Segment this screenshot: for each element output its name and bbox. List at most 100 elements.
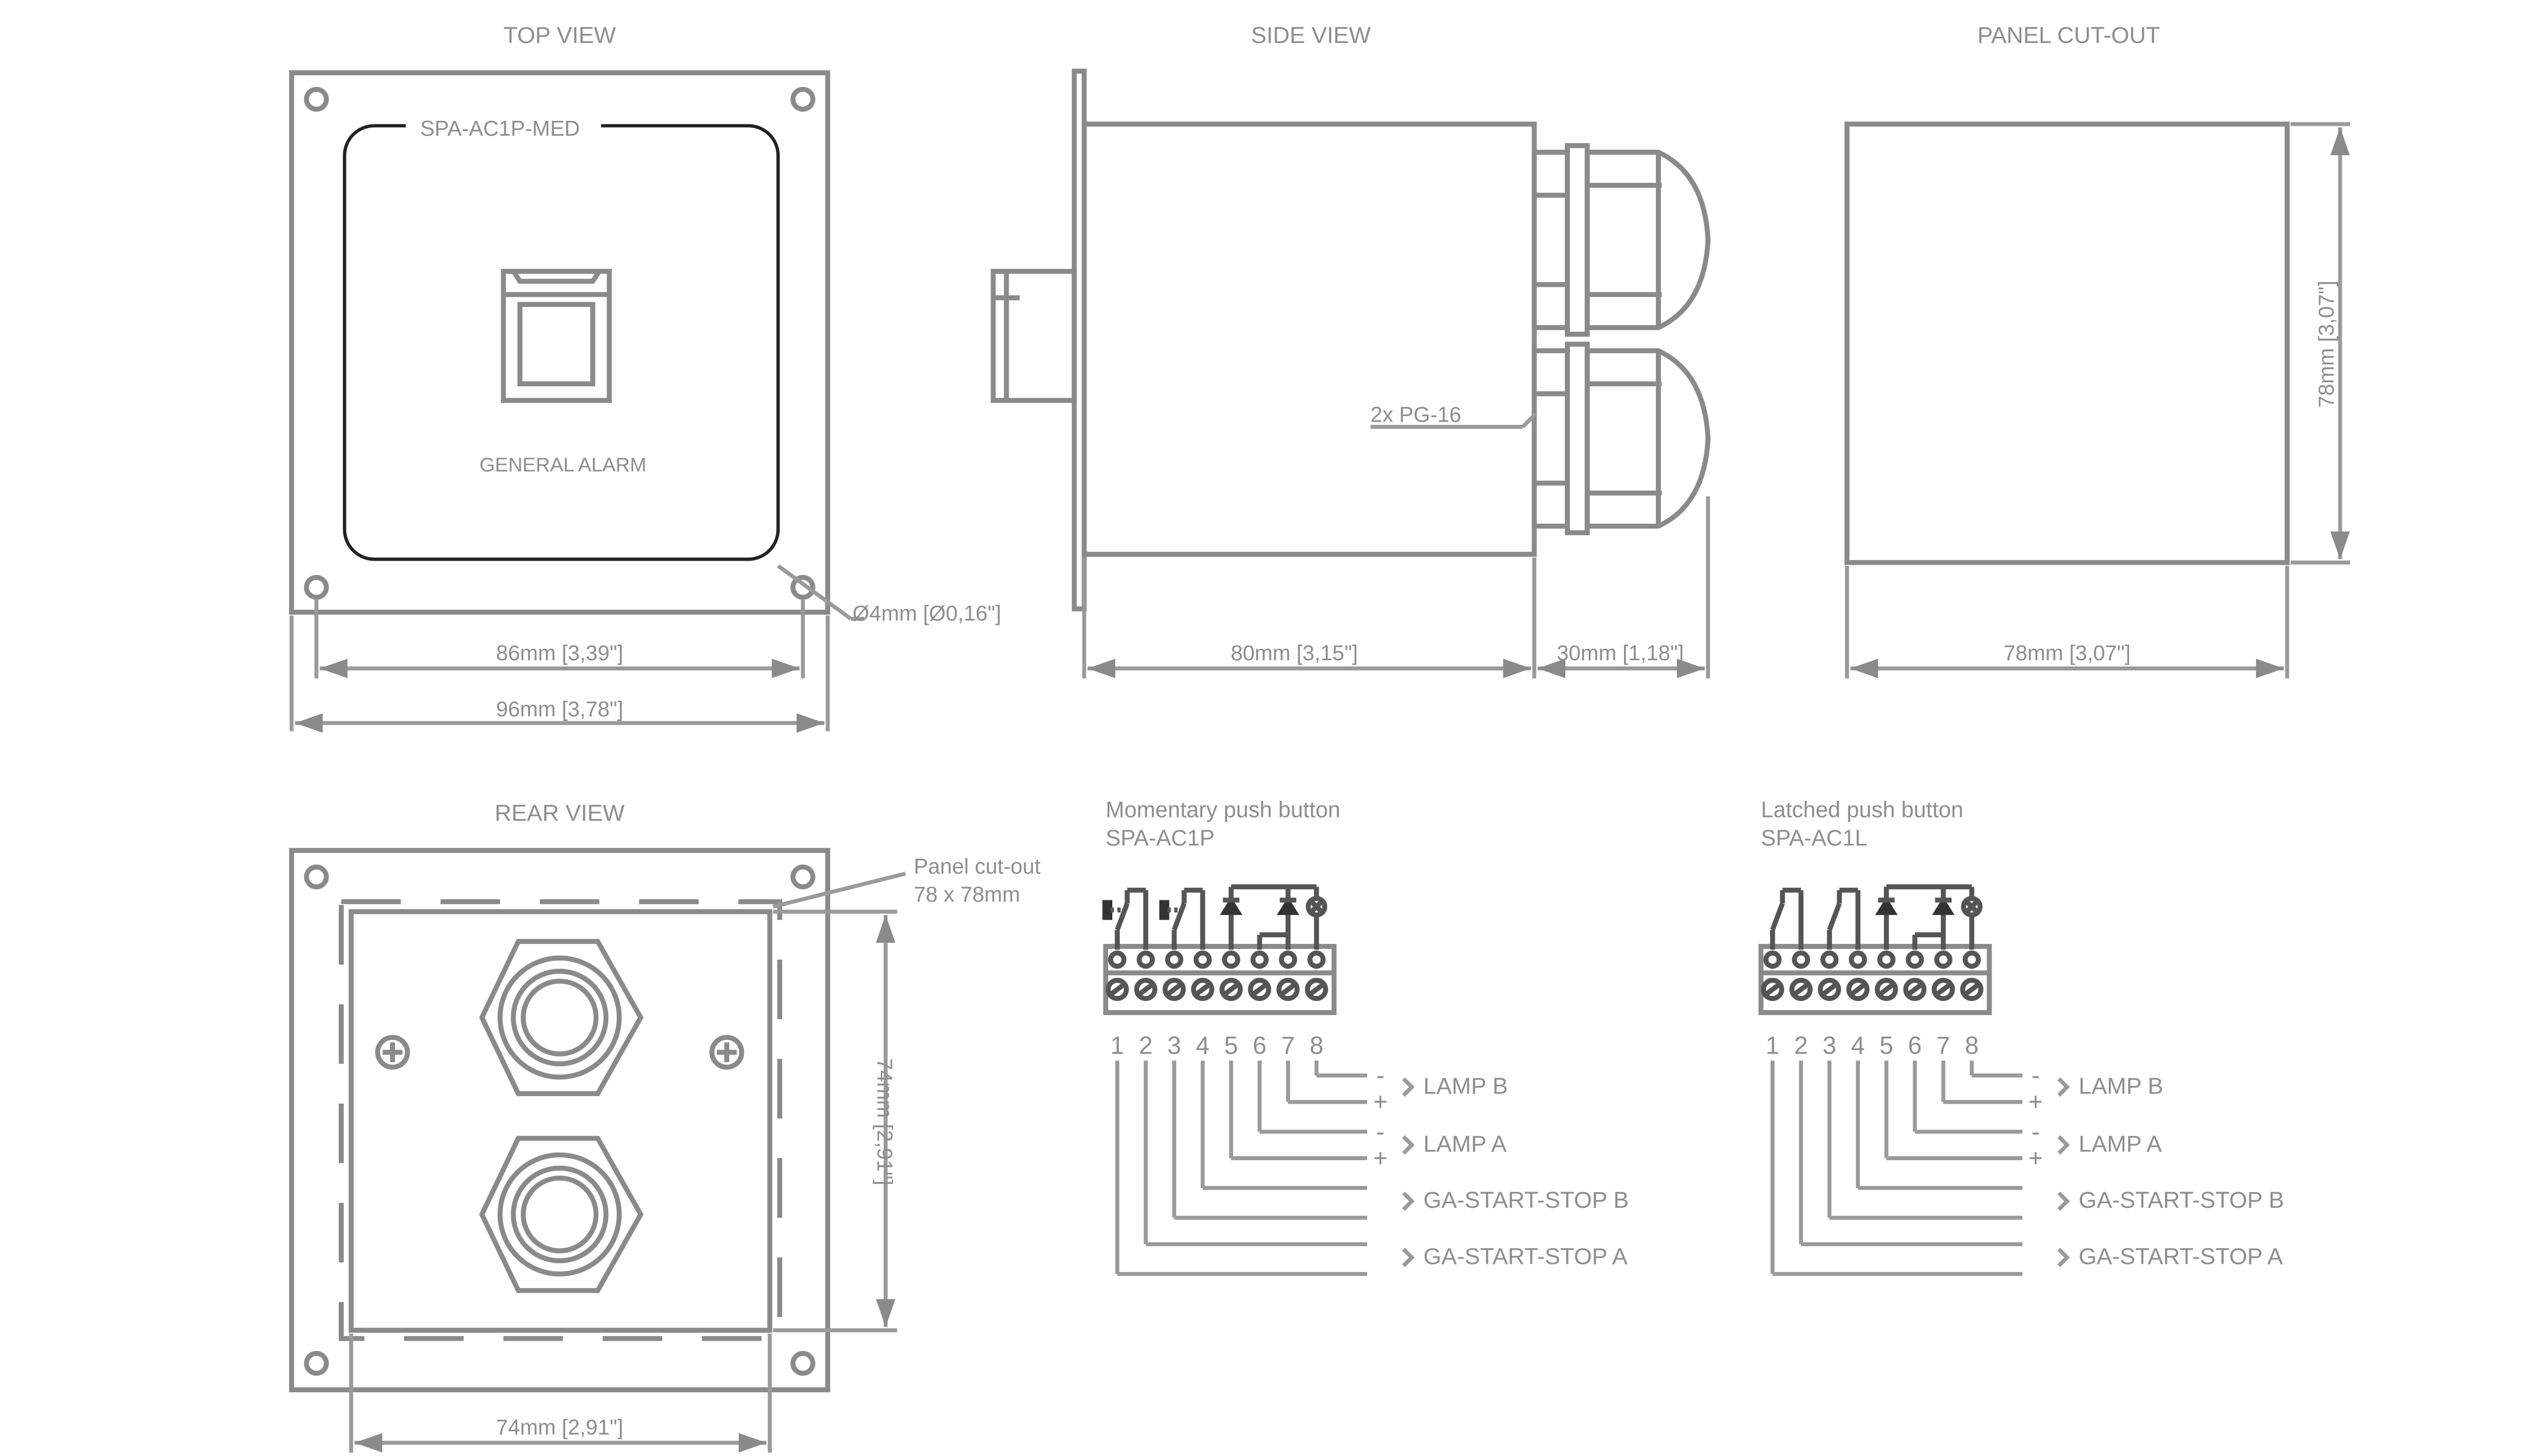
panel-cutout-view: PANEL CUT-OUT 78mm [3,07"] 78mm [3,07"] [1844,22,2350,678]
screw-slot [1251,982,1268,996]
terminal-hole-icon [1877,950,1895,969]
cutout-outline [338,899,783,1341]
terminal-screw-icon [1818,978,1841,1002]
terminal-hole-icon [1848,950,1867,969]
pin-number: 7 [1281,1032,1295,1060]
pin-number: 7 [1936,1032,1950,1060]
switch-contact [1171,902,1187,931]
pin-number: 5 [1224,1032,1238,1060]
rear-flange [289,848,830,1393]
lamp-cross [1964,899,1979,915]
minus-sign: - [1376,1118,1384,1146]
signal-label: LAMP B [2079,1073,2163,1099]
terminal-hole-icon [1307,950,1326,969]
signal-label: GA-START-STOP A [1423,1243,1628,1269]
terminal-screw-icon [1276,978,1300,1002]
body-depth-dim: 80mm [3,15"] [1231,641,1358,665]
wiring-model: SPA-AC1P [1106,826,1214,850]
chevron-right-icon [2057,1135,2070,1155]
screw-slot [1166,982,1183,996]
screw-icon [709,1035,744,1070]
gland-count-label: 2x PG-16 [1371,403,1462,427]
terminal-screw-icon [1789,978,1813,1002]
cutout-note-size: 78 x 78mm [914,883,1020,907]
terminal-screw-icon [1846,978,1870,1002]
mount-hole-icon [790,1351,816,1376]
switch-contact [1770,902,1785,931]
cutout-width-dim: 78mm [3,07"] [2004,641,2131,665]
signal-label: GA-START-STOP A [2079,1243,2283,1269]
terminal-hole-icon [1193,950,1212,969]
terminal-hole-icon [1222,950,1240,969]
top-view: TOP VIEW SPA-AC1P-MED GENERAL ALARM Ø4mm… [289,22,1001,733]
screw-slot [1308,982,1325,996]
cutout-height-dim: 78mm [3,07"] [2314,281,2338,407]
screw-slot [1223,982,1240,996]
pin-number: 3 [1823,1032,1836,1060]
terminal-hole-icon [1820,950,1839,969]
terminal-hole-icon [1962,950,1981,969]
general-alarm-label: GENERAL ALARM [479,454,646,476]
signal-label: LAMP A [1423,1131,1507,1157]
side-view: SIDE VIEW 2x PG-16 [990,22,1711,678]
label-window [343,124,780,561]
mount-hole-icon [304,575,329,600]
pin-number: 3 [1167,1032,1181,1060]
terminal-screw-icon [1134,978,1158,1002]
terminal-screw-icon [1162,978,1186,1002]
screw-icon [375,1035,410,1070]
terminal-screw-icon [1875,978,1898,1002]
terminal-screw-icon [1760,978,1784,1002]
housing-outline [348,909,773,1333]
mount-hole-icon [304,864,329,890]
pin-number: 5 [1879,1032,1893,1060]
terminal-hole-icon [1137,950,1155,969]
push-button-icon [501,268,612,403]
mount-hole-icon [790,575,816,600]
hole-diameter-dim: Ø4mm [Ø0,16"] [852,601,1001,625]
minus-sign: - [2032,1062,2040,1089]
plus-sign: + [1373,1145,1388,1172]
cutout-note-title: Panel cut-out [914,854,1041,879]
screw-slot [1935,982,1952,996]
mount-hole-icon [790,864,816,890]
terminal-hole-icon [1279,950,1297,969]
screw-slot [1907,982,1923,996]
lamp-cross [1308,899,1324,915]
rear-view: REAR VIEW Panel cu [289,800,1041,1453]
panel-cutout-title: PANEL CUT-OUT [1977,22,2160,48]
front-bezel [289,70,830,615]
gland-nut-icon [479,1135,644,1293]
plus-sign: + [1373,1088,1388,1116]
button-rear [990,268,1077,403]
mount-hole-icon [304,1351,329,1376]
switch-contact [1115,902,1130,931]
screw-slot [1793,982,1810,996]
terminal-screw-icon [1903,978,1927,1002]
plus-sign: + [2028,1088,2043,1116]
diode-icon [1220,897,1243,915]
screw-slot [1849,982,1866,996]
diode-icon [1875,897,1898,915]
pin-number: 8 [1965,1032,1978,1060]
terminal-hole-icon [1763,950,1782,969]
mount-hole-icon [304,86,329,112]
pin-number: 1 [1110,1032,1124,1060]
rear-height-dim: 74mm [2,91"] [872,1058,896,1185]
chevron-right-icon [1402,1248,1415,1267]
cable-gland-icon [1531,341,1711,535]
pin-number: 4 [1196,1032,1209,1060]
terminal-hole-icon [1165,950,1184,969]
terminal-hole-icon [1250,950,1269,969]
screw-slot [1878,982,1895,996]
outer-width-dim: 96mm [3,78"] [496,697,623,721]
terminal-block [1758,944,1992,1015]
pin-number: 6 [1908,1032,1922,1060]
pin-number: 4 [1851,1032,1865,1060]
terminal-screw-icon [1304,978,1328,1002]
terminal-hole-icon [1792,950,1811,969]
chevron-right-icon [1402,1077,1415,1097]
terminal-screw-icon [1931,978,1955,1002]
